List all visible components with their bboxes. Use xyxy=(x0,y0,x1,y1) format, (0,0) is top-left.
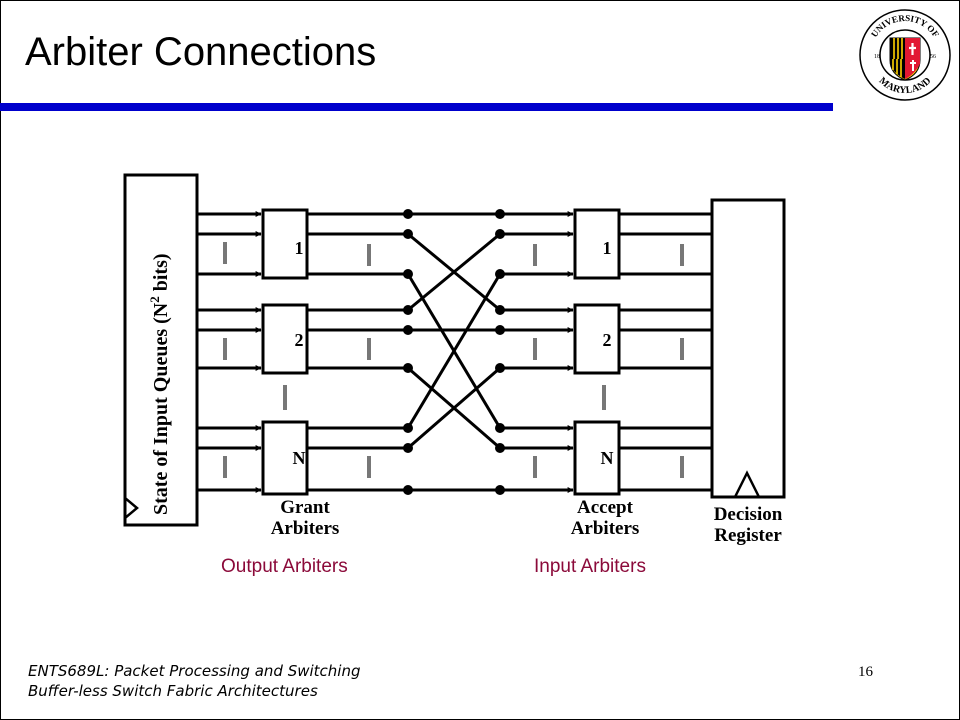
accept-arbiter-1-box xyxy=(573,208,621,280)
decision-register-block xyxy=(710,198,786,499)
clock-triangle-register-icon xyxy=(733,470,761,498)
footer-course: ENTS689L: Packet Processing and Switchin… xyxy=(28,662,361,680)
decision-caption-line1: Decision xyxy=(714,504,783,525)
grant-input-arrows xyxy=(197,211,262,493)
seal-year-left: 18 xyxy=(874,54,880,60)
decision-caption-line2: Register xyxy=(714,525,782,546)
accept-input-arrows xyxy=(500,211,574,493)
grant-arbiter-1-label: 1 xyxy=(295,238,304,258)
accept-caption-line1: Accept xyxy=(577,497,634,518)
output-arbiters-caption: Output Arbiters xyxy=(221,556,348,577)
accept-caption-line2: Arbiters xyxy=(571,518,640,539)
slide-title: Arbiter Connections xyxy=(25,30,377,74)
accept-arbiter-2-box xyxy=(573,303,621,375)
grant-arbiter-n-box xyxy=(261,420,309,496)
grant-caption-line1: Grant xyxy=(280,497,330,518)
accept-output-lines xyxy=(619,212,712,492)
input-arbiters-caption: Input Arbiters xyxy=(534,556,646,577)
grant-caption-line2: Arbiters xyxy=(271,518,340,539)
grant-arbiter-n-label: N xyxy=(293,448,306,468)
university-of-maryland-seal-icon: UNIVERSITY OF MARYLAND 18 56 xyxy=(859,9,951,101)
state-of-input-queues-block xyxy=(123,173,199,527)
junction-dots xyxy=(403,209,505,495)
accept-arbiter-n-box xyxy=(573,420,621,496)
page-number: 16 xyxy=(858,664,873,680)
grant-output-lines xyxy=(307,212,408,492)
state-label: State of Input Queues (N2 bits) xyxy=(147,253,172,515)
grant-arbiter-2-label: 2 xyxy=(295,330,304,350)
crossbar-wiring xyxy=(406,212,502,492)
footer-topic: Buffer-less Switch Fabric Architectures xyxy=(28,682,318,700)
accept-arbiter-2-label: 2 xyxy=(603,330,612,350)
footer: ENTS689L: Packet Processing and Switchin… xyxy=(28,661,360,701)
seal-year-right: 56 xyxy=(930,54,936,60)
title-rule xyxy=(0,103,833,111)
ellipsis-bars xyxy=(223,242,684,478)
clock-triangle-left-icon xyxy=(124,497,139,519)
grant-arbiter-2-box xyxy=(261,303,309,375)
accept-arbiter-1-label: 1 xyxy=(603,238,612,258)
arbiter-diagram: State of Input Queues (N2 bits) 1 2 N 1 … xyxy=(123,173,786,546)
grant-arbiter-1-box xyxy=(261,208,309,280)
accept-arbiter-n-label: N xyxy=(601,448,614,468)
shield-icon xyxy=(889,37,921,81)
